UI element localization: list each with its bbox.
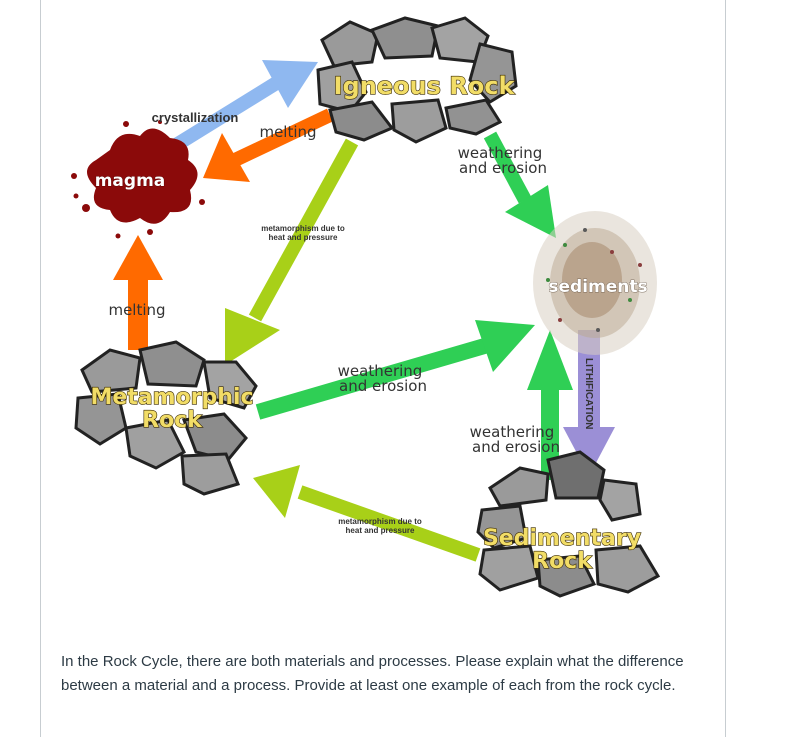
metamorphism-label-top-1: metamorphism due to bbox=[261, 224, 345, 233]
sediments-cloud bbox=[533, 211, 657, 355]
weathering-label-right-1: weathering bbox=[470, 423, 555, 441]
weathering-arrow-top bbox=[483, 131, 556, 238]
igneous-rock-label: Igneous Rock bbox=[334, 72, 516, 100]
weathering-label-middle-1: weathering bbox=[338, 362, 423, 380]
sedimentary-rock-label-line2: Rock bbox=[532, 549, 593, 574]
melting-label-top: melting bbox=[259, 123, 316, 141]
magma-splat bbox=[71, 120, 205, 239]
crystallization-arrow bbox=[164, 60, 318, 156]
sedimentary-rock-pile bbox=[476, 450, 661, 598]
metamorphic-rock-label-line2: Rock bbox=[142, 408, 203, 433]
weathering-label-top-1: weathering bbox=[458, 144, 543, 162]
metamorphic-rock-label-line1: Metamorphic bbox=[90, 385, 253, 410]
metamorphism-label-top-2: heat and pressure bbox=[269, 233, 338, 242]
igneous-rock-pile bbox=[316, 16, 518, 144]
sediments-label: sediments bbox=[548, 277, 647, 297]
magma-label: magma bbox=[95, 171, 166, 191]
weathering-label-middle-2: and erosion bbox=[339, 377, 427, 395]
lithification-label: LITHIFICATION bbox=[583, 358, 594, 429]
weathering-label-right-2: and erosion bbox=[472, 438, 560, 456]
metamorphism-label-bottom-1: metamorphism due to bbox=[338, 517, 422, 526]
melting-label-left: melting bbox=[108, 301, 165, 319]
metamorphism-arrow-bottom bbox=[253, 465, 481, 562]
question-text: In the Rock Cycle, there are both materi… bbox=[61, 653, 684, 694]
weathering-arrow-right bbox=[527, 330, 573, 480]
metamorphic-rock-pile bbox=[74, 340, 258, 496]
crystallization-label: crystallization bbox=[152, 110, 239, 125]
metamorphism-label-bottom-2: heat and pressure bbox=[346, 526, 415, 535]
melting-arrow-top bbox=[203, 108, 333, 182]
lithification-arrow bbox=[563, 330, 615, 476]
weathering-arrow-middle bbox=[255, 320, 535, 420]
melting-arrow-left bbox=[113, 235, 163, 350]
sedimentary-rock-label-line1: Sedimentary bbox=[483, 526, 641, 551]
rock-cycle-diagram: Igneous Rock magma sediments Metamorphic… bbox=[71, 16, 661, 598]
metamorphism-arrow-top bbox=[225, 138, 359, 365]
weathering-label-top-2: and erosion bbox=[459, 159, 547, 177]
